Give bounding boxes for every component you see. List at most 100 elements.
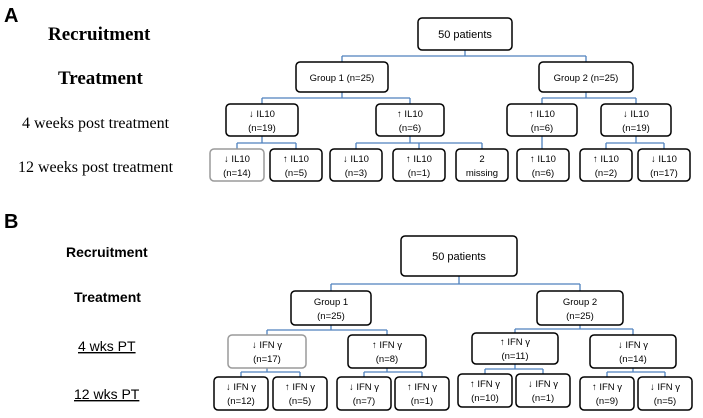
panel-b-edge-group1-wk4 xyxy=(266,325,388,335)
panel-a-wk12-node-8: ↓ IL10 (n=17) xyxy=(637,148,691,182)
svg-text:↓ IL10: ↓ IL10 xyxy=(224,154,250,165)
panel-b-label-12-wks: 12 wks PT xyxy=(74,386,140,402)
svg-text:↑ IL10: ↑ IL10 xyxy=(529,109,555,120)
svg-text:↓ IFN γ: ↓ IFN γ xyxy=(252,340,282,351)
panel-b-edge-group2-wk4 xyxy=(514,325,634,335)
svg-text:↓ IFN γ: ↓ IFN γ xyxy=(528,379,558,390)
svg-text:(n=10): (n=10) xyxy=(471,393,499,404)
connector-lines xyxy=(236,50,666,377)
panel-a-wk12-node-6: ↑ IL10 (n=6) xyxy=(516,148,570,182)
svg-text:(n=19): (n=19) xyxy=(248,123,276,134)
svg-text:(n=6): (n=6) xyxy=(531,123,553,134)
svg-text:↓ IFN γ: ↓ IFN γ xyxy=(226,382,256,393)
svg-text:↑ IFN γ: ↑ IFN γ xyxy=(500,337,530,348)
panel-a-wk12-node-2: ↑ IL10 (n=5) xyxy=(269,148,323,182)
svg-text:↑ IL10: ↑ IL10 xyxy=(283,154,309,165)
panel-a-edge-group2-wk4 xyxy=(541,92,637,104)
svg-text:(n=5): (n=5) xyxy=(654,396,676,407)
svg-text:(n=1): (n=1) xyxy=(408,168,430,179)
svg-text:↑ IFN γ: ↑ IFN γ xyxy=(372,340,402,351)
panel-b-wk12-node-5: ↑ IFN γ (n=10) xyxy=(457,373,513,408)
panel-b-wk12-node-4: ↑ IFN γ (n=1) xyxy=(394,376,450,411)
panel-a-wk12-node-3: ↓ IL10 (n=3) xyxy=(329,148,383,182)
svg-text:(n=25): (n=25) xyxy=(566,311,594,322)
svg-text:Group 2: Group 2 xyxy=(563,297,597,308)
svg-text:(n=2): (n=2) xyxy=(595,168,617,179)
svg-text:(n=1): (n=1) xyxy=(532,393,554,404)
svg-text:↓ IL10: ↓ IL10 xyxy=(249,109,275,120)
panel-a-edge-wk4-4-wk12 xyxy=(605,136,665,149)
svg-text:(n=5): (n=5) xyxy=(289,396,311,407)
panel-b-wk12-node-3: ↓ IFN γ (n=7) xyxy=(336,376,392,411)
svg-text:↓ IFN γ: ↓ IFN γ xyxy=(349,382,379,393)
panel-b-wk12-node-2: ↑ IFN γ (n=5) xyxy=(272,376,328,411)
panel-b-wk4-node-1: ↓ IFN γ (n=17) xyxy=(227,334,307,369)
svg-text:(n=8): (n=8) xyxy=(376,354,398,365)
svg-text:Group 1: Group 1 xyxy=(314,297,348,308)
svg-text:(n=17): (n=17) xyxy=(253,354,281,365)
panel-a-label-recruitment: Recruitment xyxy=(48,24,151,45)
panel-a-wk4-node-1: ↓ IL10 (n=19) xyxy=(225,103,299,137)
svg-text:↑ IFN γ: ↑ IFN γ xyxy=(407,382,437,393)
svg-text:(n=3): (n=3) xyxy=(345,168,367,179)
panel-a-label-12-weeks: 12 weeks post treatment xyxy=(18,159,174,176)
panel-b-root-node: 50 patients xyxy=(400,235,518,277)
svg-text:(n=14): (n=14) xyxy=(619,354,647,365)
panel-a-wk12-node-7: ↑ IL10 (n=2) xyxy=(579,148,633,182)
svg-text:↑ IL10: ↑ IL10 xyxy=(397,109,423,120)
svg-text:50 patients: 50 patients xyxy=(432,251,486,263)
panel-a-edge-wk4-2-wk12 xyxy=(355,136,483,149)
svg-text:2: 2 xyxy=(479,154,484,165)
svg-text:(n=6): (n=6) xyxy=(399,123,421,134)
svg-text:↑ IL10: ↑ IL10 xyxy=(406,154,432,165)
svg-text:↓ IFN γ: ↓ IFN γ xyxy=(618,340,648,351)
svg-text:Group 2 (n=25): Group 2 (n=25) xyxy=(554,73,619,84)
svg-text:↑ IFN γ: ↑ IFN γ xyxy=(470,379,500,390)
svg-text:Group 1 (n=25): Group 1 (n=25) xyxy=(310,73,375,84)
panel-a-label-treatment: Treatment xyxy=(58,68,143,89)
panel-b-letter: B xyxy=(4,211,18,233)
svg-text:(n=11): (n=11) xyxy=(501,351,528,362)
svg-text:↓ IL10: ↓ IL10 xyxy=(623,109,649,120)
panel-a-wk12-node-4: ↑ IL10 (n=1) xyxy=(392,148,446,182)
panel-b-wk4-node-4: ↓ IFN γ (n=14) xyxy=(589,334,677,369)
svg-text:(n=19): (n=19) xyxy=(622,123,650,134)
panel-b-group-1-node: Group 1 (n=25) xyxy=(290,290,372,326)
panel-b-edge-wk4-3-wk12 xyxy=(484,364,544,374)
panel-b-wk12-node-1: ↓ IFN γ (n=12) xyxy=(213,376,269,411)
panel-b-edge-wk4-4-wk12 xyxy=(606,368,666,377)
svg-text:50 patients: 50 patients xyxy=(438,29,492,41)
panel-a-letter: A xyxy=(4,5,18,27)
panel-b-edge-wk4-1-wk12 xyxy=(240,368,301,377)
svg-text:↑ IFN γ: ↑ IFN γ xyxy=(285,382,315,393)
svg-text:↑ IL10: ↑ IL10 xyxy=(593,154,619,165)
panel-a-edge-root-groups xyxy=(341,50,587,62)
svg-text:(n=1): (n=1) xyxy=(411,396,433,407)
panel-b-label-treatment: Treatment xyxy=(74,289,141,305)
panel-a-wk4-node-4: ↓ IL10 (n=19) xyxy=(600,103,672,137)
svg-text:(n=12): (n=12) xyxy=(227,396,255,407)
panel-b-label-4-wks: 4 wks PT xyxy=(78,338,136,354)
panel-a-edge-wk4-1-wk12 xyxy=(236,136,297,149)
panel-b-wk12-node-6: ↓ IFN γ (n=1) xyxy=(515,373,571,408)
panel-a-group-1-node: Group 1 (n=25) xyxy=(295,61,389,93)
panel-a-wk4-node-3: ↑ IL10 (n=6) xyxy=(506,103,578,137)
svg-text:(n=14): (n=14) xyxy=(223,168,251,179)
svg-text:↑ IL10: ↑ IL10 xyxy=(530,154,556,165)
panel-b-wk12-node-7: ↑ IFN γ (n=9) xyxy=(579,376,635,411)
panel-b-wk4-node-3: ↑ IFN γ (n=11) xyxy=(471,332,559,365)
panel-b-wk12-node-8: ↓ IFN γ (n=5) xyxy=(637,376,693,411)
svg-text:(n=6): (n=6) xyxy=(532,168,554,179)
svg-text:↓ IL10: ↓ IL10 xyxy=(651,154,677,165)
panel-a-root-node: 50 patients xyxy=(417,17,513,51)
panel-a-label-4-weeks: 4 weeks post treatment xyxy=(22,115,170,132)
svg-text:missing: missing xyxy=(466,168,498,179)
panel-b-edge-wk4-2-wk12 xyxy=(363,368,423,377)
svg-text:(n=5): (n=5) xyxy=(285,168,307,179)
svg-text:(n=9): (n=9) xyxy=(596,396,618,407)
panel-a-wk12-node-1: ↓ IL10 (n=14) xyxy=(209,148,265,182)
panel-a-group-2-node: Group 2 (n=25) xyxy=(538,61,634,93)
panel-b-edge-root-groups xyxy=(330,276,581,291)
panel-b-wk4-node-2: ↑ IFN γ (n=8) xyxy=(347,334,427,369)
